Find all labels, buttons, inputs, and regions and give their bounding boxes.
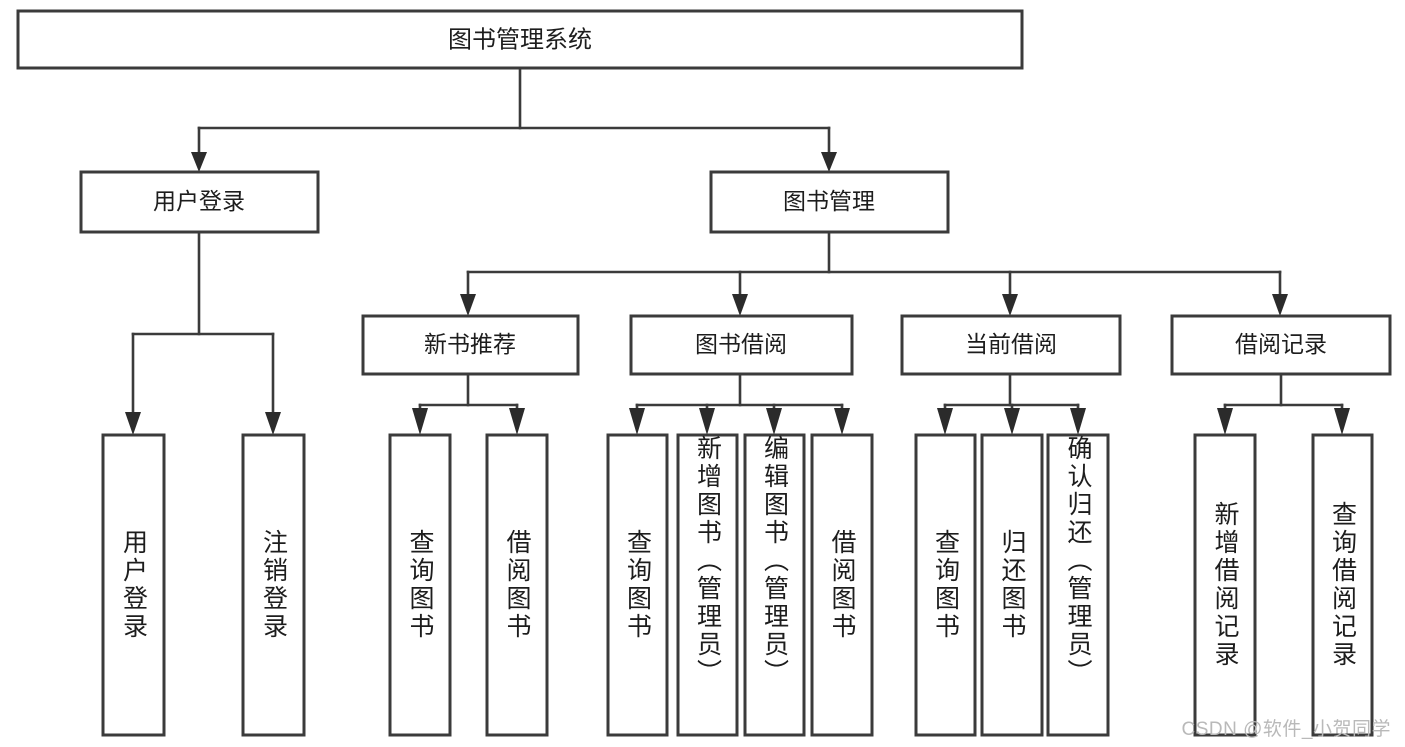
arrow-leaf-borrow-book-2 [834,408,850,435]
arrow-leaf-borrow-book-1 [509,408,525,435]
node-book-manage-box[interactable] [709,170,950,234]
arrow-leaf-user-login [125,412,141,435]
arrow-leaf-confirm-return [1070,408,1086,435]
node-borrow-record-box[interactable] [1170,314,1392,376]
arrow-to-book-borrow [732,294,748,316]
leaf-box-borrow-book-1[interactable] [485,433,549,737]
arrow-leaf-query-book-2 [629,408,645,435]
arrow-leaf-logout-login [265,412,281,435]
node-book-borrow[interactable]: 图书借阅 [629,314,854,376]
arrow-leaf-query-book-3 [937,408,953,435]
node-current-borrow-label: 当前借阅 [965,331,1057,357]
node-current-borrow-box[interactable] [900,314,1122,376]
leaf-box-logout-login[interactable] [241,433,306,737]
node-root-box[interactable] [16,9,1024,70]
node-book-borrow-box[interactable] [629,314,854,376]
leaf-box-add-book[interactable] [676,433,739,737]
node-user-login[interactable]: 用户登录 [79,170,320,234]
arrow-leaf-add-book [699,408,715,435]
leaf-box-query-book-2[interactable] [606,433,669,737]
node-borrow-record-label: 借阅记录 [1235,331,1327,357]
leaf-box-query-borrow-record[interactable] [1311,433,1374,737]
arrow-leaf-query-book-1 [412,408,428,435]
arrow-to-user-login [191,152,207,172]
leaf-box-query-book-1[interactable] [388,433,452,737]
leaf-box-user-login[interactable] [101,433,166,737]
connectors-layer [125,66,1350,435]
arrow-to-book-manage [821,152,837,172]
arrow-leaf-edit-book [766,408,782,435]
leaf-box-edit-book[interactable] [743,433,806,737]
leaf-boxes-layer [101,433,1374,737]
node-borrow-record[interactable]: 借阅记录 [1170,314,1392,376]
watermark: CSDN @软件_小贺同学 [1181,719,1391,740]
leaf-box-query-book-3[interactable] [914,433,977,737]
arrow-to-current-borrow [1002,294,1018,316]
leaf-box-confirm-return[interactable] [1046,433,1110,737]
node-new-book-recommend-label: 新书推荐 [424,331,516,357]
node-book-borrow-label: 图书借阅 [695,331,787,357]
node-new-book-recommend[interactable]: 新书推荐 [361,314,580,376]
leaf-box-add-borrow-record[interactable] [1193,433,1257,737]
node-root[interactable]: 图书管理系统 [16,9,1024,70]
node-user-login-label: 用户登录 [153,188,245,214]
node-root-label: 图书管理系统 [448,26,592,53]
arrow-leaf-return-book [1004,408,1020,435]
node-book-manage[interactable]: 图书管理 [709,170,950,234]
node-user-login-box[interactable] [79,170,320,234]
leaf-box-borrow-book-2[interactable] [810,433,874,737]
node-new-book-recommend-box[interactable] [361,314,580,376]
arrow-to-new-book-recommend [460,294,476,316]
arrow-to-borrow-record [1272,294,1288,316]
node-current-borrow[interactable]: 当前借阅 [900,314,1122,376]
arrow-leaf-query-borrow-record [1334,408,1350,435]
arrow-leaf-add-borrow-record [1217,408,1233,435]
leaf-box-return-book[interactable] [980,433,1044,737]
node-book-manage-label: 图书管理 [783,188,875,214]
